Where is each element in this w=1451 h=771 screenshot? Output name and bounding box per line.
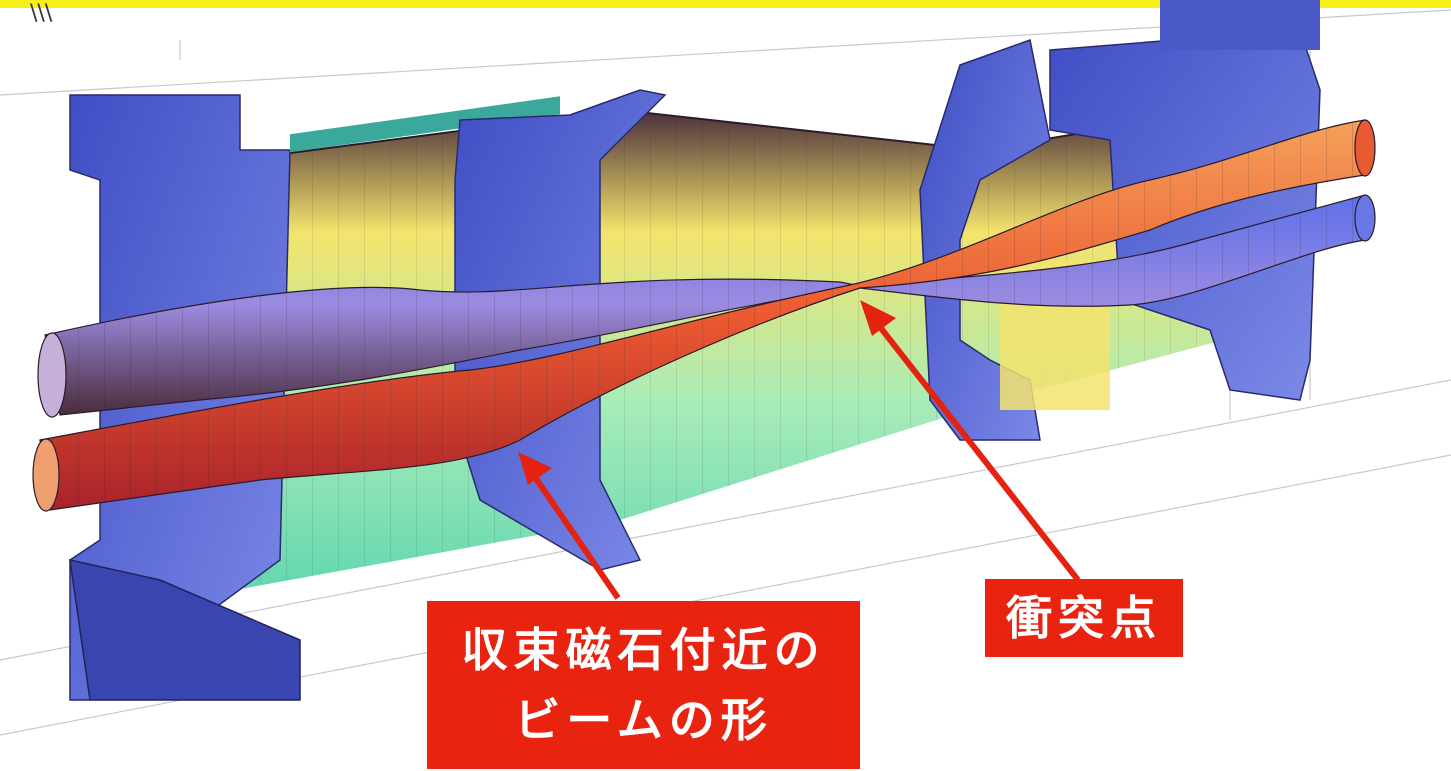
collision-point-label: 衝突点 bbox=[985, 579, 1183, 657]
corner-mark: \\\ bbox=[30, 1, 53, 26]
beam-shape-label: 収束磁石付近の ビームの形 bbox=[427, 601, 860, 769]
top-band bbox=[0, 0, 1451, 8]
beam-shape-line-2: ビームの形 bbox=[514, 693, 773, 747]
red-beam bbox=[32, 119, 1376, 512]
blue-beam bbox=[37, 194, 1366, 418]
beam-shape-line-1: 収束磁石付近の bbox=[461, 623, 826, 677]
arrow-to-beam-shape bbox=[518, 452, 621, 600]
beam-pipe bbox=[159, 108, 1260, 600]
arrow-to-collision-point bbox=[860, 300, 1081, 582]
collision-point-text: 衝突点 bbox=[1006, 591, 1162, 645]
